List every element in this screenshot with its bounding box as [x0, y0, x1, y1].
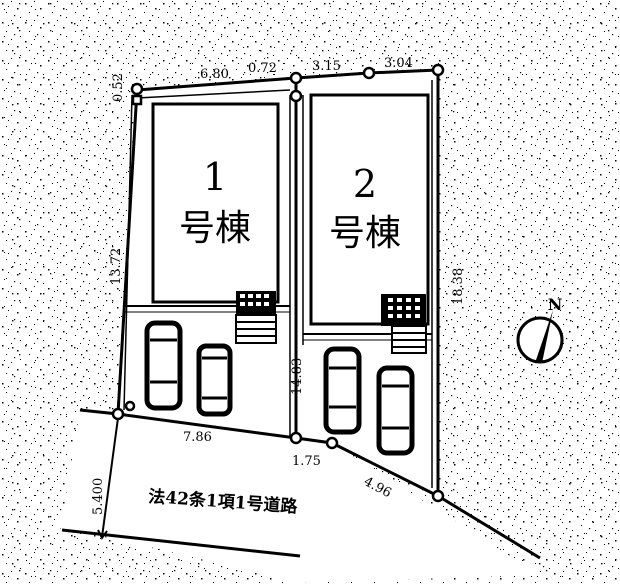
north-arrow-icon: N	[516, 295, 564, 364]
car-icon	[144, 320, 183, 411]
building-1-number: 1	[203, 155, 227, 199]
building-1-label: 号棟	[179, 208, 251, 249]
dim-left-top-offset: 0.52	[111, 73, 126, 102]
dim-left-side: 13.72	[109, 248, 124, 285]
dim-top-gap: 0.72	[248, 61, 277, 76]
entrance-steps-2	[381, 294, 427, 354]
lot-boundaries	[61, 68, 541, 560]
dim-road-width: 5.400	[91, 478, 106, 515]
dim-top-lot1: 6.80	[200, 67, 229, 82]
building-2-number: 2	[353, 162, 377, 206]
building-2[interactable]: 2 号棟	[303, 93, 432, 354]
car-icon	[323, 346, 362, 435]
dim-top-lot2-b: 3.04	[384, 56, 413, 71]
dim-front-lot1: 7.86	[183, 430, 212, 445]
parking-cars	[144, 320, 415, 456]
building-2-label: 号棟	[329, 213, 401, 254]
dim-flag-pole: 14.83	[290, 358, 305, 395]
building-1[interactable]: 1 号棟	[124, 102, 290, 344]
north-label: N	[548, 295, 563, 314]
boundary-markers	[111, 63, 445, 503]
dim-right-side: 18.38	[451, 268, 466, 305]
dimension-labels: 0.52 6.80 0.72 3.15 3.04 13.72 18.38 14.…	[91, 56, 466, 515]
car-icon	[196, 343, 233, 417]
dim-top-lot2-a: 3.15	[312, 59, 341, 74]
entrance-steps-1	[235, 291, 277, 344]
dim-front-mid: 1.75	[292, 454, 321, 469]
car-icon	[376, 365, 415, 456]
road-width-arrow	[97, 417, 119, 540]
